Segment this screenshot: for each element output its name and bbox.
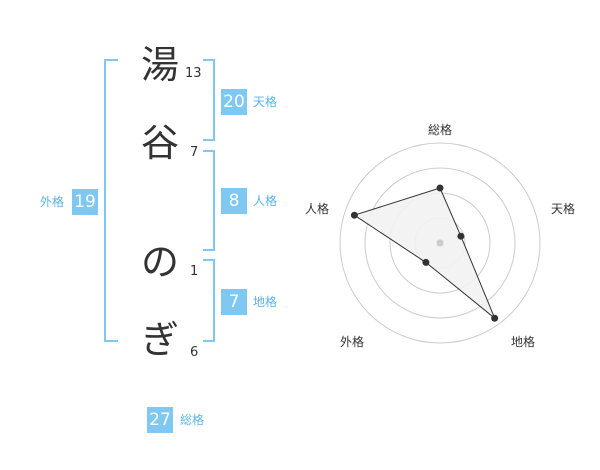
fortune-radar-chart: 総格 天格 地格 外格 人格: [305, 122, 575, 349]
radar-point-1: [436, 184, 444, 192]
stroke-count-3: 1: [190, 264, 199, 279]
radar-axis-label-tenkaku: 天格: [551, 201, 575, 216]
jinkaku-value-box: 8: [221, 188, 247, 214]
name-char-1: 湯: [140, 43, 179, 87]
name-char-2: 谷: [140, 121, 179, 165]
radar-center-dot: [436, 239, 444, 247]
gaikaku-value-box: 19: [72, 189, 98, 215]
soukaku-value-box: 27: [147, 407, 173, 433]
jinkaku-label: 人格: [253, 194, 278, 208]
chikaku-label: 地格: [253, 295, 278, 309]
tenkaku-bracket: [203, 59, 215, 141]
name-char-4: ぎ: [140, 318, 179, 362]
soukaku-label: 総格: [180, 413, 205, 427]
radar-grid-ring-4: [339, 142, 541, 344]
radar-point-5: [350, 211, 358, 219]
radar-value-polygon: [353, 187, 496, 319]
tenkaku-label: 天格: [253, 95, 278, 109]
tenkaku-value-box: 20: [221, 89, 247, 115]
radar-axis-label-jinkaku: 人格: [305, 201, 329, 216]
radar-axis-label-gaikaku: 外格: [340, 334, 364, 349]
radar-point-3: [491, 314, 499, 322]
stroke-count-2: 7: [190, 145, 199, 160]
chikaku-value-box: 7: [221, 289, 247, 315]
name-char-3: の: [140, 240, 179, 284]
radar-axis-label-soukaku: 総格: [428, 122, 452, 137]
radar-point-4: [422, 258, 430, 266]
radar-grid-ring-3: [364, 167, 516, 319]
radar-point-2: [457, 232, 465, 240]
gaikaku-label: 外格: [40, 195, 65, 209]
radar-axis-label-chikaku: 地格: [511, 334, 535, 349]
jinkaku-bracket: [203, 150, 215, 251]
gaikaku-bracket: [104, 59, 118, 342]
chikaku-bracket: [203, 259, 215, 342]
stroke-count-1: 13: [185, 66, 202, 81]
radar-points: [350, 184, 499, 322]
stroke-count-4: 6: [190, 345, 199, 360]
